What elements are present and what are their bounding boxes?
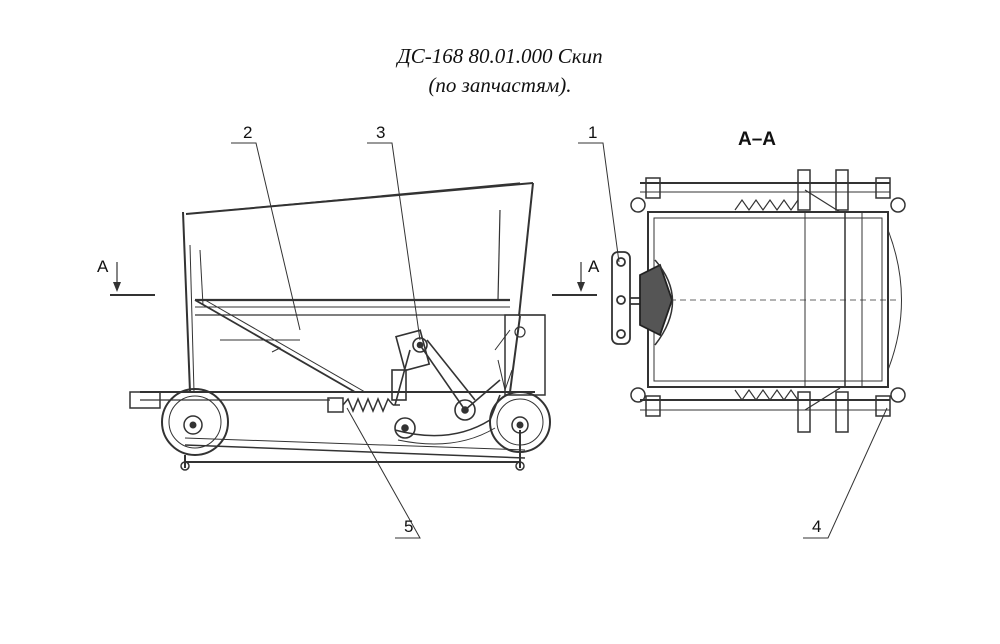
spring (327, 397, 400, 413)
callout-4: 4 (803, 407, 888, 539)
callout-2: 2 (231, 123, 301, 331)
chassis-frame (129, 391, 535, 471)
section-cut-right (552, 262, 597, 296)
svg-text:1: 1 (588, 123, 597, 142)
svg-text:5: 5 (404, 517, 413, 536)
side-view: A A (97, 182, 600, 471)
rear-wheel (161, 388, 229, 456)
section-cut-label-right: A (588, 257, 600, 276)
svg-text:3: 3 (376, 123, 385, 142)
lever-mechanism (391, 329, 501, 445)
hinge-unit (611, 251, 674, 346)
section-view-a-a: A–A (611, 129, 906, 433)
section-outer-box (647, 211, 889, 388)
section-cut-label-left: A (97, 257, 109, 276)
callout-3: 3 (367, 123, 421, 341)
callout-5: 5 (346, 407, 421, 539)
svg-text:2: 2 (243, 123, 252, 142)
front-wheel (489, 391, 551, 453)
drawing-title: ДС-168 80.01.000 Скип (397, 44, 603, 68)
drawing-subtitle: (по запчастям). (428, 73, 572, 97)
section-springs (734, 189, 841, 411)
section-cut-left (110, 262, 155, 296)
callout-1: 1 (578, 123, 620, 263)
hopper-body (182, 182, 546, 396)
section-view-label: A–A (738, 129, 776, 150)
svg-text:4: 4 (812, 517, 821, 536)
